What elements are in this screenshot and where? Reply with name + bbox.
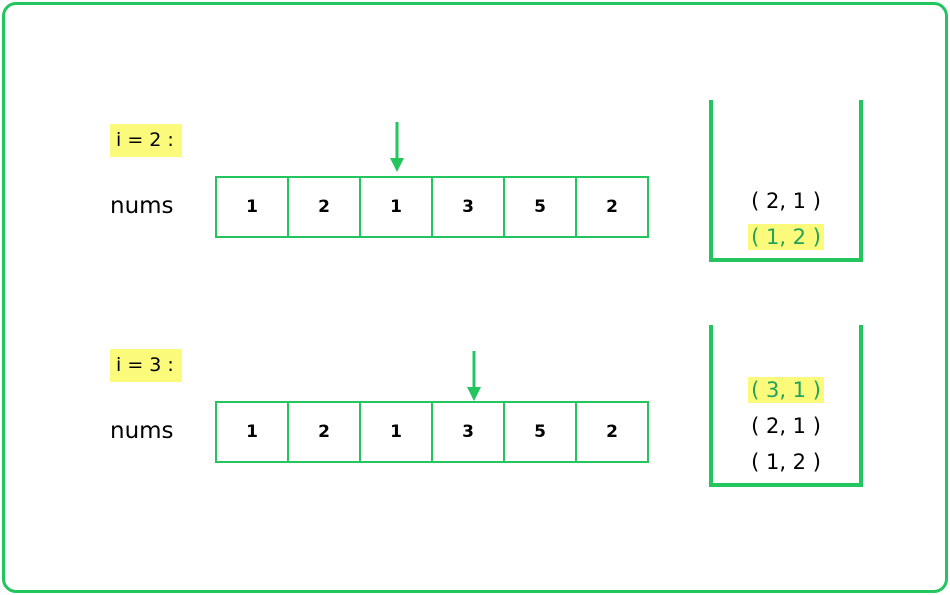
array-cell: 1 xyxy=(217,178,289,236)
stack-item-highlighted: ( 1, 2 ) xyxy=(748,224,824,250)
stack-items: ( 2, 1 ) ( 1, 2 ) xyxy=(713,178,859,250)
pointer-arrow-icon xyxy=(467,351,481,401)
step-label: i = 2 : xyxy=(110,124,182,157)
array-label: nums xyxy=(110,193,174,219)
array-cell: 2 xyxy=(606,197,618,217)
nums-array: 1 2 1 3 5 2 xyxy=(215,401,649,463)
array-cell: 5 xyxy=(505,178,577,236)
stack-container: ( 3, 1 ) ( 2, 1 ) ( 1, 2 ) xyxy=(709,325,863,487)
array-cell: 1 xyxy=(361,403,433,461)
array-cell: 5 xyxy=(505,403,577,461)
step-label: i = 3 : xyxy=(110,349,182,382)
array-cell: 1 xyxy=(361,178,433,236)
array-cell: 2 xyxy=(289,403,361,461)
array-cell: 3 xyxy=(433,178,505,236)
stack-items: ( 3, 1 ) ( 2, 1 ) ( 1, 2 ) xyxy=(713,367,859,475)
stack-container: ( 2, 1 ) ( 1, 2 ) xyxy=(709,100,863,262)
nums-array: 1 2 1 3 5 2 xyxy=(215,176,649,238)
array-cell: 1 xyxy=(217,403,289,461)
stack-item: ( 1, 2 ) xyxy=(751,450,821,474)
array-cell: 3 xyxy=(433,403,505,461)
array-cell: 2 xyxy=(606,422,618,442)
stack-item: ( 2, 1 ) xyxy=(751,189,821,213)
stack-item-highlighted: ( 3, 1 ) xyxy=(748,377,824,403)
array-cell: 2 xyxy=(289,178,361,236)
pointer-arrow-icon xyxy=(390,122,404,172)
stack-item: ( 2, 1 ) xyxy=(751,414,821,438)
array-label: nums xyxy=(110,418,174,444)
